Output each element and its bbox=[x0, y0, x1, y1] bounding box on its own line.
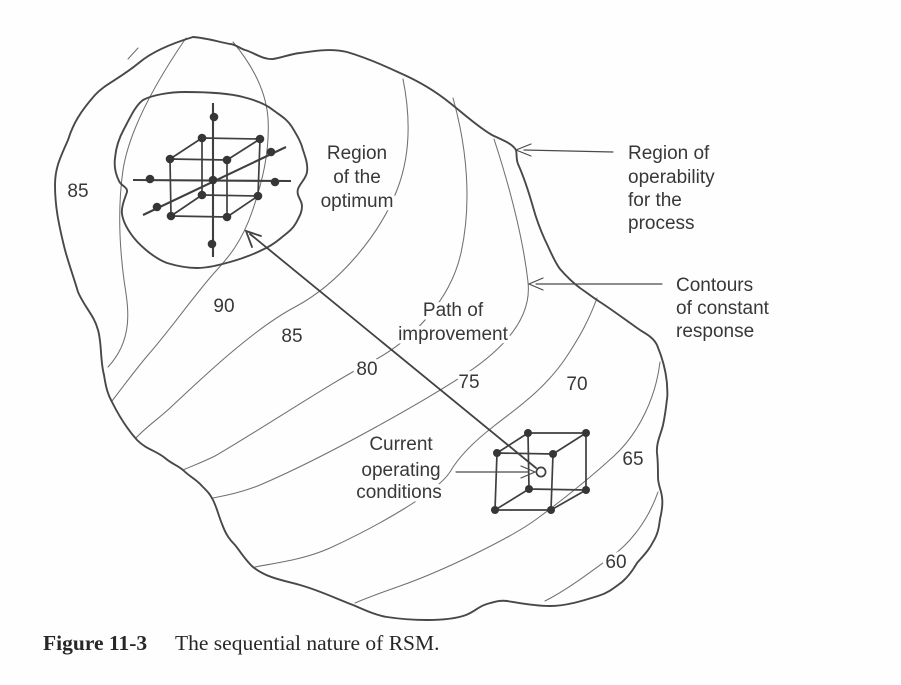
figure-caption: Figure 11-3 The sequential nature of RSM… bbox=[43, 631, 440, 655]
label-path-of-improvement: Path of improvement bbox=[395, 297, 513, 349]
contour-label-60: 60 bbox=[605, 552, 626, 573]
arrowhead-left bbox=[527, 277, 544, 291]
contour-label-70: 70 bbox=[566, 374, 587, 395]
caption-label: Figure 11-3 bbox=[43, 631, 147, 655]
path-of-improvement-arrow bbox=[244, 229, 537, 469]
contour-90 bbox=[111, 41, 269, 402]
operability-line-2: operability bbox=[628, 167, 715, 188]
contours-line-2: of constant bbox=[676, 298, 770, 319]
contour-70 bbox=[254, 297, 598, 568]
arrowhead-left bbox=[514, 143, 532, 157]
contours-line-3: response bbox=[676, 321, 754, 342]
optimum-region-outline bbox=[113, 91, 309, 269]
contour-label-85: 85 bbox=[281, 326, 302, 347]
operability-line-3: for the bbox=[628, 190, 682, 211]
operability-line-4: process bbox=[628, 213, 695, 234]
label-region-of-optimum: Region of the optimum bbox=[317, 140, 397, 216]
contours-pointer-arrow bbox=[527, 277, 663, 291]
contour-lines bbox=[107, 37, 661, 604]
path-line-1: Path of bbox=[423, 300, 484, 321]
current-conditions-pointer-arrow bbox=[455, 465, 537, 479]
cube-connectors bbox=[494, 432, 587, 511]
current-line-1: Current bbox=[369, 434, 433, 455]
contour-85-left bbox=[107, 37, 187, 368]
optimum-line-2: of the bbox=[333, 167, 381, 188]
stray-mark bbox=[127, 47, 139, 60]
contour-80 bbox=[182, 97, 468, 471]
contour-60 bbox=[544, 491, 659, 602]
contour-85 bbox=[135, 78, 409, 439]
label-region-of-operability: Region of operability for the process bbox=[625, 140, 719, 238]
cube-back-face bbox=[527, 432, 587, 491]
optimum-line-3: optimum bbox=[321, 191, 394, 212]
contours-line-1: Contours bbox=[676, 275, 753, 296]
contour-65 bbox=[354, 361, 661, 604]
operability-line-1: Region of bbox=[628, 143, 710, 164]
path-line-2: improvement bbox=[398, 324, 509, 345]
arrowhead-right bbox=[520, 465, 537, 479]
contour-75 bbox=[212, 138, 529, 499]
contour-value-labels: 85 90 85 80 75 70 65 60 bbox=[64, 178, 647, 577]
ccd-cube-back-face bbox=[201, 137, 261, 197]
contour-label-75: 75 bbox=[458, 372, 479, 393]
current-point-open-circle bbox=[535, 466, 547, 478]
contour-label-80: 80 bbox=[356, 359, 377, 380]
ccd-design-points bbox=[145, 112, 280, 249]
current-line-2: operating bbox=[361, 460, 440, 481]
cube-design-points bbox=[491, 429, 590, 514]
contour-label-65: 65 bbox=[622, 449, 643, 470]
cube-front-face bbox=[494, 452, 554, 511]
operability-pointer-arrow bbox=[514, 143, 614, 157]
contour-label-85-left: 85 bbox=[67, 181, 88, 202]
arrowhead-up-left bbox=[244, 229, 262, 248]
optimum-line-1: Region bbox=[327, 143, 387, 164]
central-composite-design bbox=[132, 103, 292, 257]
factorial-design-cube bbox=[491, 429, 590, 514]
ccd-cube-connectors bbox=[169, 137, 261, 218]
label-contours-of-response: Contours of constant response bbox=[673, 272, 774, 346]
contour-label-90: 90 bbox=[213, 296, 234, 317]
current-line-3: conditions bbox=[356, 482, 442, 503]
label-current-conditions: Current operating conditions bbox=[353, 431, 446, 507]
caption-text: The sequential nature of RSM. bbox=[175, 631, 440, 655]
